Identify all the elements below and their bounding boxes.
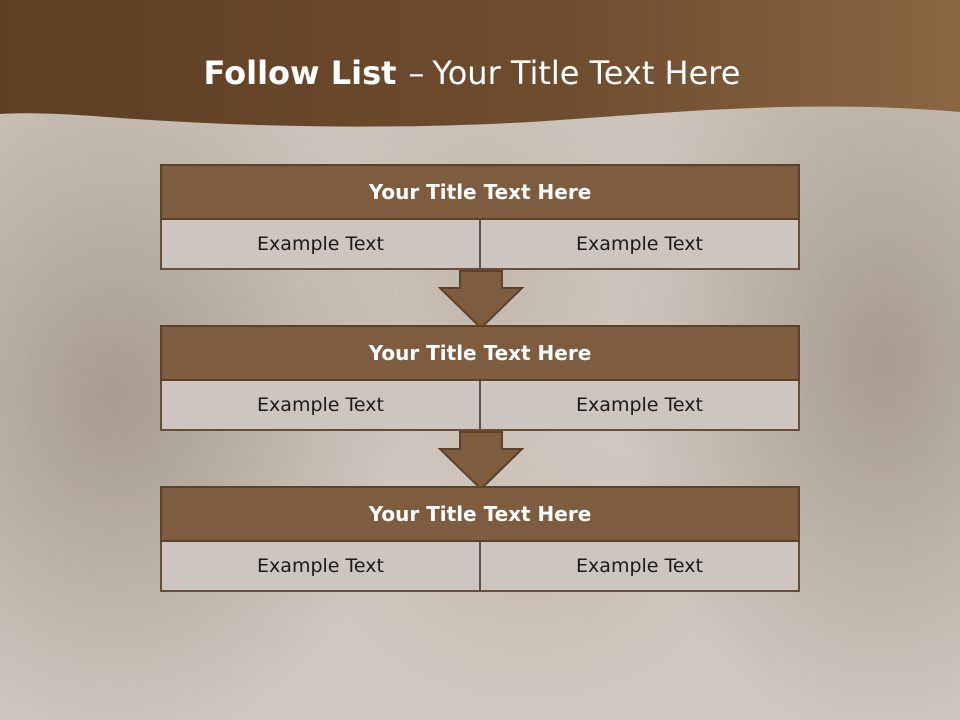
block-row: Example Text Example Text	[160, 381, 800, 431]
list-block-2: Your Title Text Here Example Text Exampl…	[160, 325, 800, 431]
block-title: Your Title Text Here	[160, 164, 800, 220]
slide-title: Follow List–Your Title Text Here	[0, 54, 944, 92]
list-block-3: Your Title Text Here Example Text Exampl…	[160, 486, 800, 592]
header-band	[0, 0, 960, 127]
down-arrow-icon	[438, 431, 524, 491]
slide-title-rest: Your Title Text Here	[432, 54, 741, 92]
block-cell-right: Example Text	[479, 381, 800, 431]
block-row: Example Text Example Text	[160, 220, 800, 270]
block-title: Your Title Text Here	[160, 486, 800, 542]
down-arrow-icon	[438, 270, 524, 330]
block-cell-left: Example Text	[160, 381, 481, 431]
block-title: Your Title Text Here	[160, 325, 800, 381]
block-cell-right: Example Text	[479, 542, 800, 592]
slide-title-bold: Follow List	[203, 54, 397, 92]
list-block-1: Your Title Text Here Example Text Exampl…	[160, 164, 800, 270]
block-row: Example Text Example Text	[160, 542, 800, 592]
slide-title-separator: –	[408, 54, 425, 92]
block-cell-left: Example Text	[160, 220, 481, 270]
block-cell-right: Example Text	[479, 220, 800, 270]
block-cell-left: Example Text	[160, 542, 481, 592]
